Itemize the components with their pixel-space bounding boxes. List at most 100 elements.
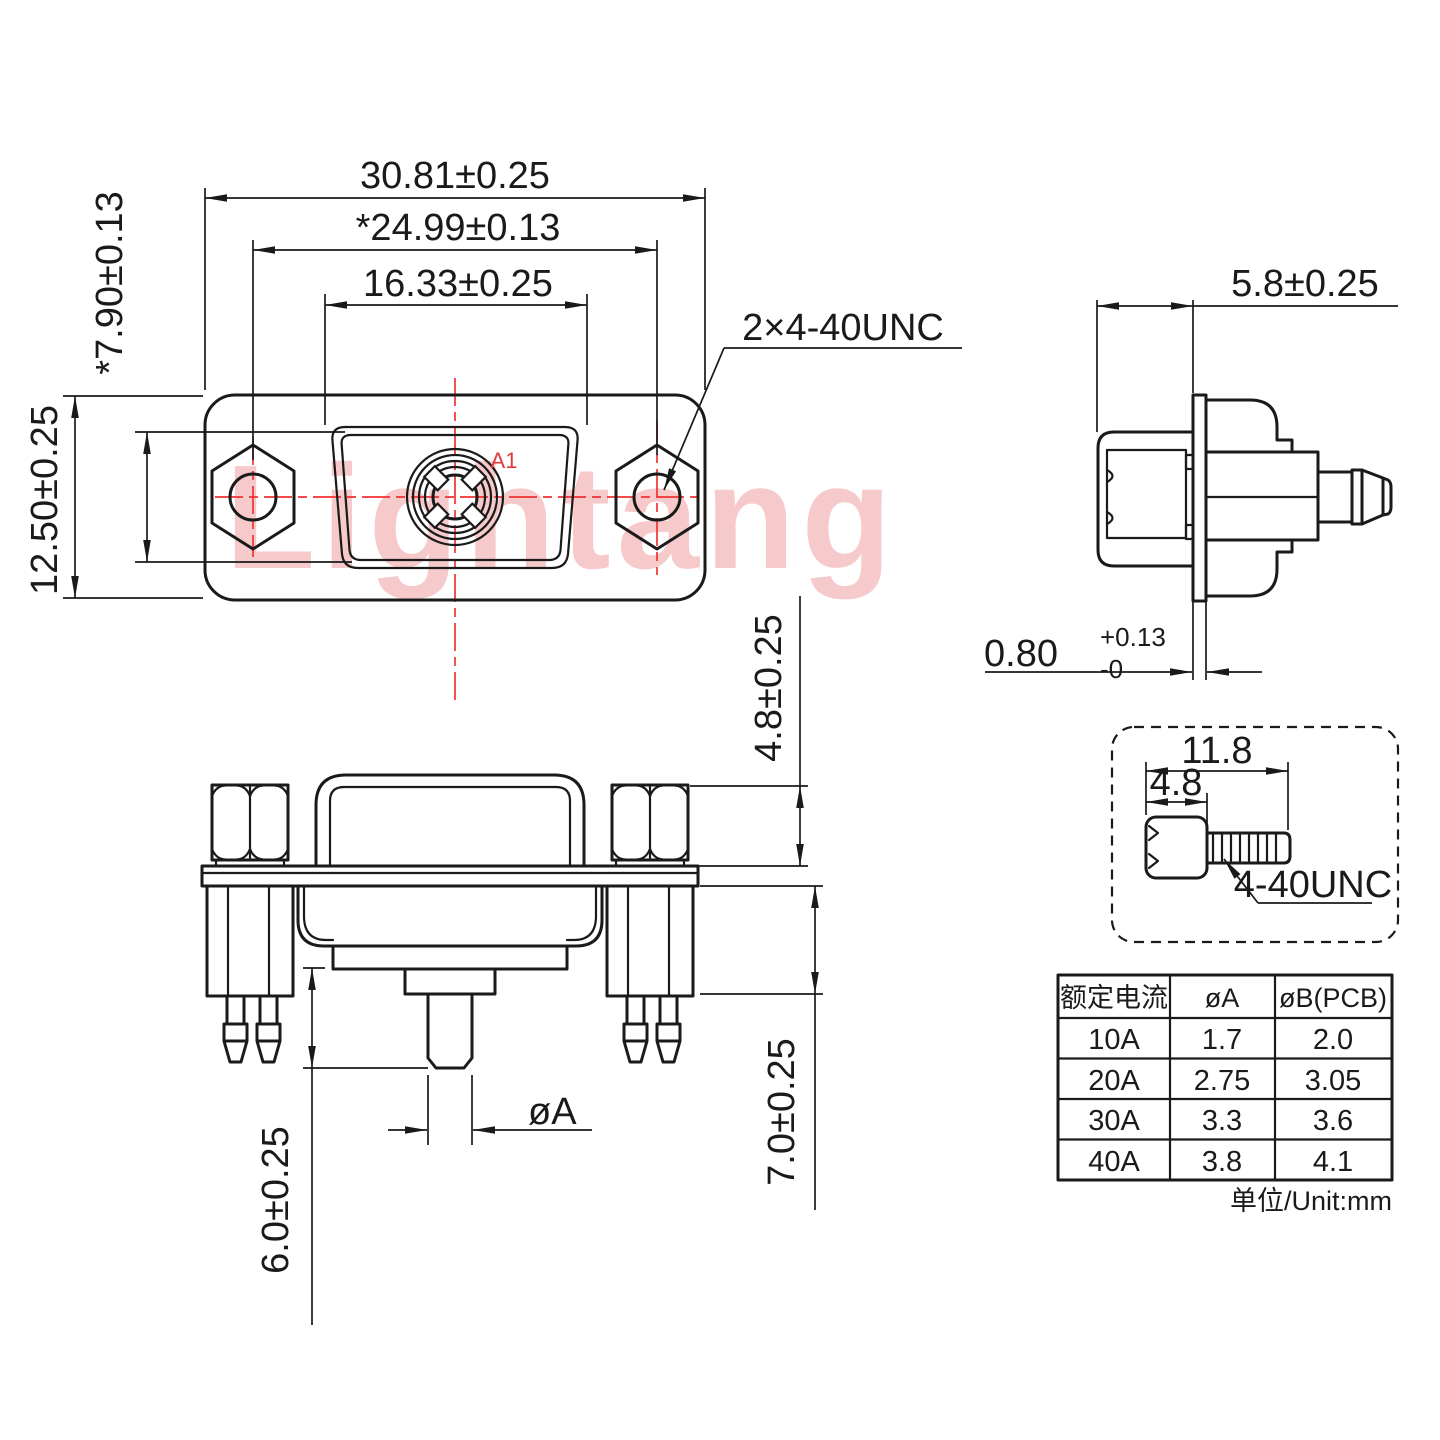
insulator-outer [296, 884, 604, 948]
flange-tol-plus: +0.13 [1100, 622, 1166, 652]
table-column-lines [1168, 973, 1277, 1182]
table-header-dia-b: øB(PCB) [1279, 983, 1387, 1013]
cell-dia-b: 4.1 [1313, 1146, 1353, 1178]
ext-line [690, 785, 808, 867]
cell-dia-b: 3.6 [1313, 1105, 1353, 1137]
contact-base-block [403, 967, 497, 996]
side-view: 5.8±0.25 0.80 +0.13 -0 [984, 263, 1398, 684]
insulator-top [1204, 398, 1294, 454]
hex-nut-pair-right [610, 783, 690, 868]
leader-line [663, 347, 725, 491]
cell-current: 10A [1088, 1024, 1140, 1056]
leader-line [1223, 858, 1259, 904]
d-shell-opening-outer [331, 425, 579, 570]
table-row: 10A 1.7 2.0 [1088, 1024, 1353, 1056]
screw-hole [228, 472, 278, 522]
screw-detail: 11.8 4.8 4-40UNC [1110, 725, 1400, 944]
contact-ring [411, 453, 499, 541]
ext-line [63, 395, 203, 599]
table-row: 20A 2.75 3.05 [1088, 1065, 1361, 1097]
insulator-inner [302, 884, 598, 942]
hex-nut-outline [210, 443, 296, 551]
contact-ring [405, 447, 505, 547]
contact-notch [460, 502, 488, 530]
cell-dia-a: 2.75 [1194, 1065, 1250, 1097]
d-shell-opening-inner [340, 433, 570, 562]
pin-base [1316, 470, 1354, 524]
hex-nut-front [210, 443, 296, 551]
ext-line [204, 188, 706, 390]
side-dimensions: 5.8±0.25 0.80 +0.13 -0 [984, 263, 1398, 684]
cell-current: 20A [1088, 1065, 1140, 1097]
front-view: 30.81±0.25 *24.99±0.13 16.33±0.25 12.50±… [24, 155, 962, 700]
dim-nut-height: 4.8±0.25 [748, 614, 790, 762]
pcb-leg [255, 994, 282, 1064]
insulator-bottom [1204, 538, 1294, 598]
screw-head-chamfer [1147, 824, 1160, 870]
contact-a1-label: A1 [491, 448, 518, 473]
bottom-view: 4.8±0.25 7.0±0.25 6.0±0.25 øA [200, 596, 823, 1325]
table-row: 40A 3.8 4.1 [1088, 1146, 1353, 1178]
screw-thread-label: 4-40UNC [1234, 864, 1392, 906]
screw-bushing-right [605, 884, 695, 1064]
table-border [1056, 973, 1394, 1182]
bottom-dimensions: 4.8±0.25 7.0±0.25 6.0±0.25 øA [255, 596, 823, 1325]
dim-overall-width: 30.81±0.25 [360, 155, 550, 197]
dim-insulator-depth: 7.0±0.25 [761, 1038, 803, 1186]
cell-current: 30A [1088, 1105, 1140, 1137]
ext-line [1192, 601, 1207, 680]
power-pin [426, 992, 474, 1070]
cell-dia-a: 1.7 [1202, 1024, 1242, 1056]
unit-note: 单位/Unit:mm [1230, 1186, 1392, 1216]
hex-nut-pair [210, 783, 290, 868]
screw-threads [1211, 831, 1278, 865]
ext-line [324, 294, 588, 425]
hood-outline [1096, 430, 1195, 568]
contact-notch [422, 464, 450, 492]
hood-outer [314, 773, 586, 868]
thread-callout: 2×4-40UNC [742, 307, 944, 349]
detail-box-border [1110, 725, 1400, 944]
table-header-dia-a: øA [1205, 983, 1240, 1013]
power-contact [405, 447, 505, 547]
table-row-lines [1056, 1016, 1394, 1141]
dim-opening-width: 16.33±0.25 [363, 263, 553, 305]
insulator-plate [331, 944, 569, 971]
contact-hole [431, 473, 479, 521]
ext-line [700, 885, 823, 995]
dim-screw-total-length: 11.8 [1181, 730, 1252, 772]
hood-inner [328, 785, 572, 868]
nut-chamfer-marks [1105, 468, 1114, 526]
connector-front-outline [203, 393, 707, 602]
flange-tol-minus: -0 [1100, 654, 1123, 684]
cell-dia-a: 3.8 [1202, 1146, 1242, 1178]
contact-ring [423, 465, 487, 529]
table-row: 30A 3.3 3.6 [1088, 1105, 1353, 1137]
pcb-leg [222, 994, 249, 1064]
bushing-outline [205, 884, 295, 998]
dim-pin-length: 6.0±0.25 [255, 1126, 297, 1274]
ext-line [252, 240, 658, 460]
screw-bushing [205, 884, 295, 1064]
dim-mount-hole-spacing: *24.99±0.13 [356, 207, 561, 249]
spec-table: 额定电流 øA øB(PCB) 10A 1.7 2.0 20A 2.75 3.0… [1056, 973, 1394, 1216]
table-header-current: 额定电流 [1060, 983, 1168, 1013]
dim-depth: 5.8±0.25 [1231, 263, 1379, 305]
cell-dia-b: 3.05 [1305, 1065, 1361, 1097]
ext-line [1096, 300, 1194, 432]
cell-current: 40A [1088, 1146, 1140, 1178]
contact-notch [422, 502, 450, 530]
nut-chamfer-arcs [210, 784, 290, 861]
cell-dia-b: 2.0 [1313, 1024, 1353, 1056]
dim-screw-head-length: 4.8 [1150, 762, 1203, 804]
screw-shaft [1205, 831, 1292, 865]
flange-plate [200, 864, 700, 888]
ext-line [427, 1075, 473, 1145]
hex-nut-side [1105, 448, 1188, 540]
contact-notch [460, 464, 488, 492]
screw-head [1144, 815, 1209, 880]
brand-watermark: Lightang [225, 435, 898, 600]
dim-opening-height: *7.90±0.13 [89, 191, 131, 375]
ext-line [135, 431, 352, 563]
